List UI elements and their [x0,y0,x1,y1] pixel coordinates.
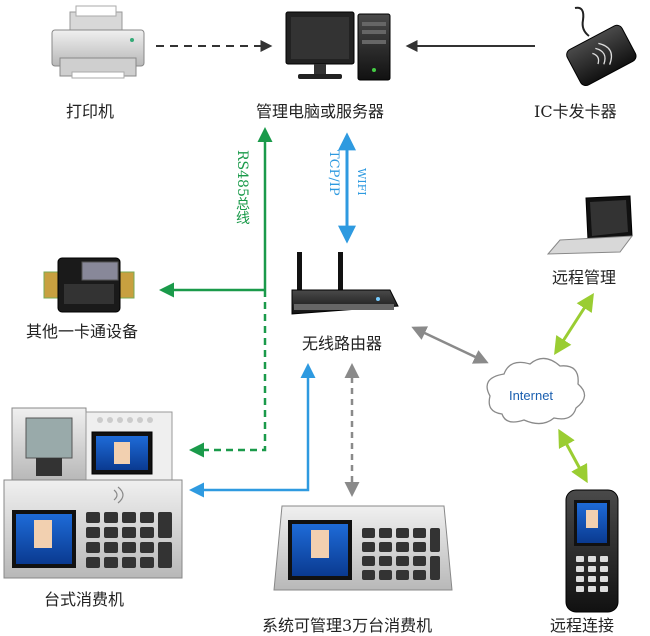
remote-manage-label: 远程管理 [552,268,617,287]
rs485-label: RS485总线 [234,150,250,225]
card-reader-icon [566,6,637,87]
router-label: 无线路由器 [302,334,383,353]
internet-cloud-icon [486,357,586,425]
server-computer-icon [285,11,391,81]
printer-icon [51,5,145,79]
other-device-label: 其他一卡通设备 [26,322,139,341]
wifi-label: WIFI [355,168,368,196]
handheld-terminal-icon [565,489,619,613]
printer-label: 打印机 [66,102,115,121]
router-desktop-link [189,363,316,498]
desktop-pos-label: 台式消费机 [44,590,125,609]
internet-remote-connect-link [558,428,588,484]
internet-remote-manage-link [554,292,594,356]
tcpip-label: TCP/IP [326,150,341,196]
card-issuer-label: IC卡发卡器 [534,102,617,121]
laptop-icon [546,195,634,255]
router-internet-link [411,326,489,364]
other-card-device-icon [43,257,135,313]
remote-connect-label: 远程连接 [550,616,615,635]
internet-label: Internet [509,388,553,403]
manage-30k-label: 系统可管理3万台消费机 [262,616,433,635]
server-label: 管理电脑或服务器 [256,102,385,121]
consumer-terminal-icon [273,505,453,591]
router-icon [291,252,399,315]
desktop-pos-terminal-icon [3,407,183,579]
